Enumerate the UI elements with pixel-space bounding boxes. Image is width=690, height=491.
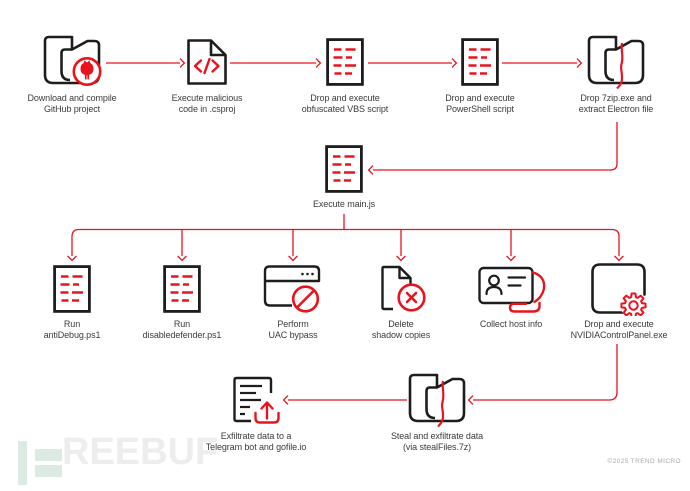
app-gear-icon: [588, 263, 650, 316]
node-steal-exfiltrate: Steal and exfiltrate data(via stealFiles…: [371, 373, 503, 453]
node-label: PowerShell script: [446, 104, 514, 114]
node-label: Run: [173, 319, 191, 329]
node-label: Execute malicious: [171, 93, 243, 103]
node-label: Delete: [388, 319, 414, 329]
script-file-icon: [53, 264, 91, 314]
node-label: Steal and exfiltrate data: [390, 431, 484, 441]
node-label: Exfiltrate data to a: [220, 431, 292, 441]
script-file-icon: [461, 36, 499, 88]
node-label: Download and compile: [27, 93, 117, 103]
node-execute-mainjs: Execute main.js: [278, 144, 410, 210]
node-label: shadow copies: [371, 330, 431, 340]
id-card-icon: [477, 264, 555, 314]
node-label: disabledefender.ps1: [142, 330, 222, 340]
github-file-icon: [38, 35, 106, 88]
archive-extract-icon: [584, 35, 648, 90]
archive-extract-icon: [405, 373, 469, 428]
node-label: UAC bypass: [268, 330, 318, 340]
node-label: antiDebug.ps1: [43, 330, 101, 340]
node-label: obfuscated VBS script: [301, 104, 389, 114]
node-label: Drop and execute: [584, 319, 654, 329]
freebuf-watermark-text: REEBUF: [62, 431, 219, 473]
node-label: Drop 7zip.exe and: [580, 93, 652, 103]
node-label: GitHub project: [43, 104, 101, 114]
node-label: Collect host info: [479, 319, 543, 329]
freebuf-logo-bar: [35, 449, 62, 461]
node-label: extract Electron file: [578, 104, 654, 114]
script-file-icon: [326, 36, 364, 88]
node-label: Execute main.js: [312, 199, 376, 209]
node-label: Drop and execute: [310, 93, 380, 103]
code-file-icon: [185, 36, 229, 88]
freebuf-logo-bar: [35, 465, 62, 477]
node-label: Telegram bot and gofile.io: [205, 442, 307, 452]
trend-micro-copyright: ©2025 TREND MICRO: [607, 458, 681, 465]
node-label: Drop and execute: [445, 93, 515, 103]
node-label: Run: [63, 319, 81, 329]
node-label: NVIDIAControlPanel.exe: [570, 330, 668, 340]
node-label: Perform: [277, 319, 309, 329]
freebuf-watermark: REEBUF: [0, 432, 260, 491]
freebuf-logo-bar: [18, 441, 27, 485]
node-label: (via stealFiles.7z): [402, 442, 472, 452]
script-file-icon: [163, 264, 201, 314]
delete-file-icon: [376, 264, 426, 314]
upload-document-icon: [228, 374, 284, 426]
script-file-icon: [325, 144, 363, 194]
node-collect-host-info: Collect host info: [445, 264, 577, 330]
uac-bypass-icon: [263, 264, 323, 314]
node-label: code in .csproj: [178, 104, 236, 114]
